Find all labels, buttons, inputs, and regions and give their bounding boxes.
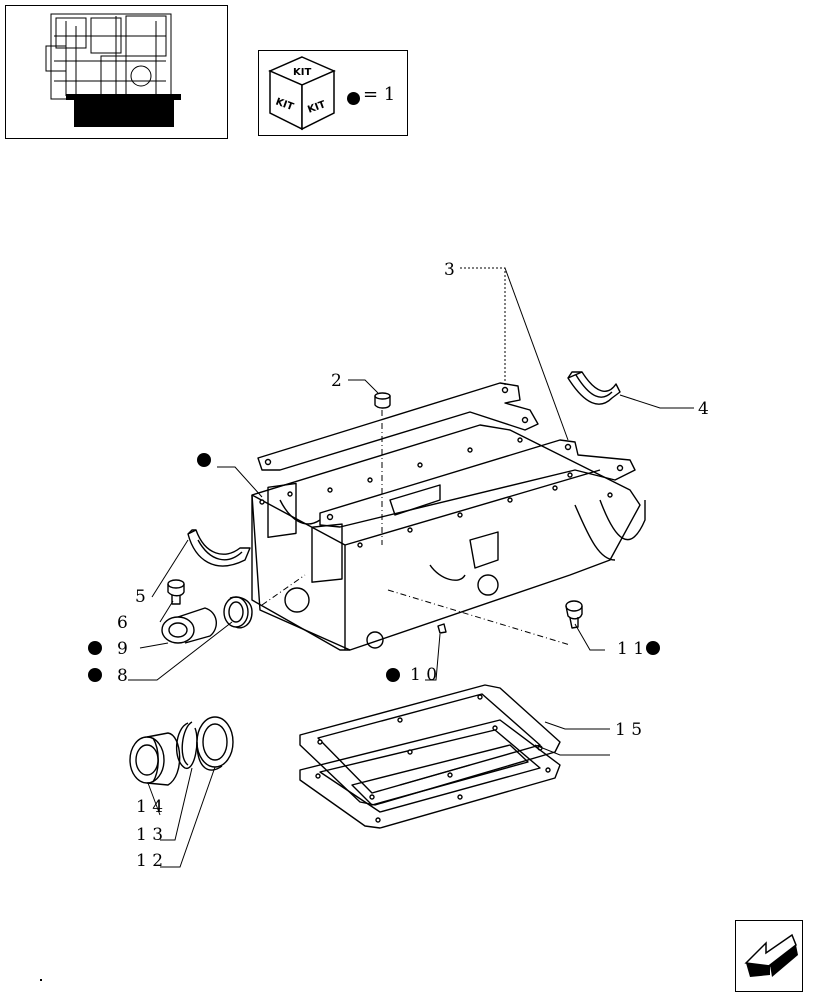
- part-5-bearing-cap[interactable]: [187, 529, 251, 567]
- oil-sump-housing[interactable]: [251, 424, 646, 651]
- kit-equals-text: = 1: [363, 84, 396, 105]
- engine-thumbnail[interactable]: [5, 5, 228, 139]
- label-13: 1 4: [136, 797, 163, 817]
- part-6-screw[interactable]: [167, 579, 185, 605]
- part-13-bushing[interactable]: [129, 732, 181, 786]
- label-4: 4: [698, 399, 709, 419]
- next-page-button[interactable]: [735, 920, 803, 992]
- callout-labels: 3 2 4 5 6 9 8 1 0 1 1 1 5 1 4 1 3 1 2: [117, 260, 709, 871]
- part-7-seal-ring[interactable]: [223, 596, 253, 629]
- kit-top-label: KIT: [293, 67, 311, 78]
- label-10: 1 1: [617, 639, 644, 659]
- kit-dot-icon: [646, 641, 660, 655]
- label-5: 5: [135, 587, 146, 607]
- kit-dot-icon: [347, 92, 360, 105]
- kit-legend: KIT KIT KIT = 1: [258, 50, 408, 136]
- part-3-gasket[interactable]: [257, 382, 636, 528]
- part-8-plug[interactable]: [161, 607, 217, 644]
- label-11: 1 2: [136, 851, 163, 871]
- label-3: 3: [444, 260, 455, 280]
- label-7: 8: [117, 666, 128, 686]
- next-page-arrow-icon: [744, 933, 798, 977]
- label-6: 6: [117, 613, 128, 633]
- label-8: 9: [117, 639, 128, 659]
- page-dot: [40, 979, 42, 981]
- label-12: 1 3: [136, 825, 163, 845]
- part-14-gasket[interactable]: [299, 684, 561, 806]
- part-4-bearing-cap[interactable]: [567, 371, 621, 405]
- part-10-screw[interactable]: [565, 600, 583, 629]
- engine-thumbnail-icon: [45, 13, 181, 127]
- kit-markers: [88, 453, 660, 682]
- kit-cube-icon: KIT KIT KIT: [268, 56, 336, 131]
- part-9-dowel-pin[interactable]: [437, 623, 447, 634]
- kit-dot-icon: [197, 453, 211, 467]
- part-11-thrust-ring[interactable]: [196, 716, 234, 771]
- kit-dot-icon: [88, 641, 102, 655]
- part-15-oil-pan[interactable]: [299, 719, 561, 829]
- label-9: 1 0: [410, 665, 437, 685]
- part-12-snap-ring[interactable]: [176, 721, 198, 769]
- kit-dot-icon: [386, 668, 400, 682]
- label-2: 2: [331, 371, 342, 391]
- label-14: 1 5: [615, 720, 642, 740]
- kit-dot-icon: [88, 668, 102, 682]
- part-2-screw[interactable]: [374, 392, 391, 545]
